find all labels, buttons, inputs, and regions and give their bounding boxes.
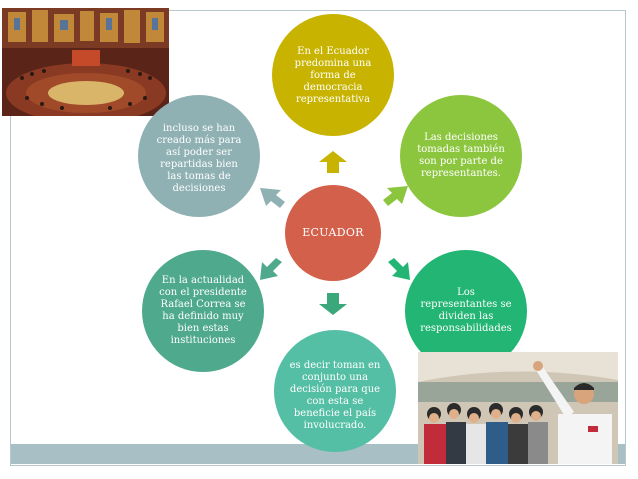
node-lower-right: Los representantes se dividen las respon…: [405, 250, 527, 372]
node-upper-right: Las decisiones tomadas también son por p…: [400, 95, 522, 217]
node-upper-left-text: incluso se han creado más para así poder…: [156, 123, 242, 194]
node-bottom-text: es decir toman en conjunto una decisión …: [289, 360, 381, 431]
node-top: En el Ecuador predomina una forma de dem…: [272, 14, 394, 136]
node-lower-left-text: En la actualidad con el presidente Rafae…: [159, 275, 247, 346]
president-waving-crowd-photo: [418, 352, 618, 464]
arrow-down-icon: [319, 293, 347, 315]
center-node: ECUADOR: [285, 185, 381, 281]
arrow-downright-icon: [388, 258, 410, 280]
node-lower-right-text: Los representantes se dividen las respon…: [420, 287, 512, 334]
arrow-up-icon: [319, 151, 347, 173]
arrow-upright-icon: [383, 186, 408, 206]
center-label: ECUADOR: [302, 226, 364, 239]
parliament-assembly-photo: [2, 8, 169, 116]
arrow-upleft-icon: [260, 188, 285, 208]
node-top-text: En el Ecuador predomina una forma de dem…: [294, 46, 372, 105]
node-upper-left: incluso se han creado más para así poder…: [138, 95, 260, 217]
node-bottom: es decir toman en conjunto una decisión …: [274, 330, 396, 452]
node-lower-left: En la actualidad con el presidente Rafae…: [142, 250, 264, 372]
node-upper-right-text: Las decisiones tomadas también son por p…: [417, 132, 505, 179]
arrow-downleft-icon: [260, 258, 282, 280]
